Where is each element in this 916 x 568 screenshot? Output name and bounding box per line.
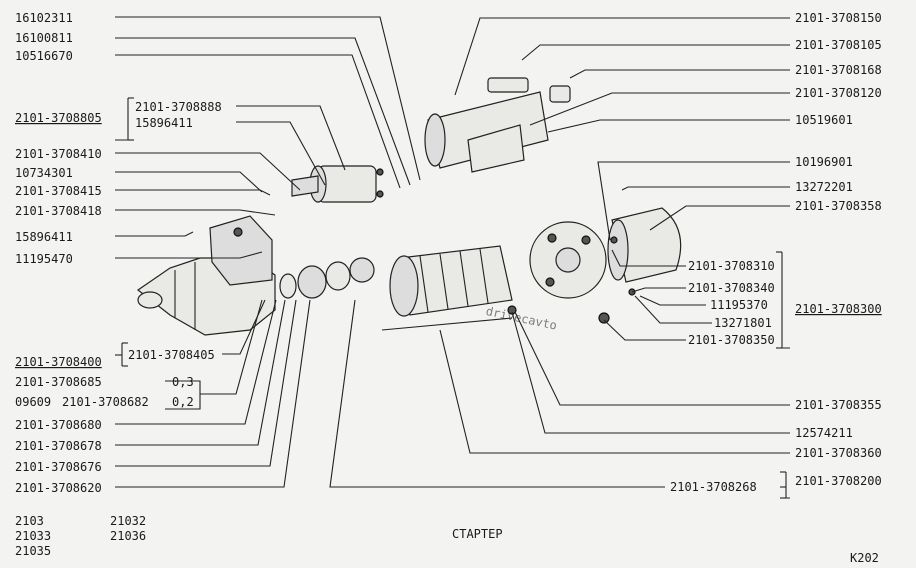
callout-2101-3708405: 2101-3708405 <box>128 348 215 362</box>
callout-13271801: 13271801 <box>714 316 772 330</box>
callout-2101-3708418: 2101-3708418 <box>15 204 102 218</box>
callout-2101-3708350: 2101-3708350 <box>688 333 775 347</box>
callout-16102311: 16102311 <box>15 11 73 25</box>
callout-2101-3708310: 2101-3708310 <box>688 259 775 273</box>
commutator-end-cover <box>529 207 682 324</box>
armature <box>381 245 517 331</box>
callout-10516670: 10516670 <box>15 49 73 63</box>
callout-2101-3708415: 2101-3708415 <box>15 184 102 198</box>
starter-drive-housing <box>136 215 276 336</box>
diagram-title: СТАРТЕР <box>452 527 503 541</box>
callout-2101-3708682: 2101-3708682 <box>62 395 149 409</box>
callout-2101-3708268: 2101-3708268 <box>670 480 757 494</box>
leader-lines <box>115 16 790 499</box>
callout-2101-3708358: 2101-3708358 <box>795 199 882 213</box>
callout-10519601: 10519601 <box>795 113 853 127</box>
size-0-2: 0,2 <box>172 395 194 409</box>
callout-2101-3708150: 2101-3708150 <box>795 11 882 25</box>
callout-09609: 09609 <box>15 395 51 409</box>
solenoid-relay <box>291 165 384 203</box>
callout-2101-3708888: 2101-3708888 <box>135 100 222 114</box>
callout-11195470: 11195470 <box>15 252 73 266</box>
callout-2101-3708805: 2101-3708805 <box>15 111 102 125</box>
model-21036: 21036 <box>110 529 146 543</box>
page-code: К202 <box>850 551 879 565</box>
callout-2101-3708685: 2101-3708685 <box>15 375 102 389</box>
callout-13272201: 13272201 <box>795 180 853 194</box>
callout-2101-3708678: 2101-3708678 <box>15 439 102 453</box>
callout-2101-3708168: 2101-3708168 <box>795 63 882 77</box>
callout-10196901: 10196901 <box>795 155 853 169</box>
size-0-3: 0,3 <box>172 375 194 389</box>
model-21032: 21032 <box>110 514 146 528</box>
callout-16100811: 16100811 <box>15 31 73 45</box>
callout-15896411-b: 15896411 <box>15 230 73 244</box>
stator-housing <box>424 77 571 173</box>
model-2103: 2103 <box>15 514 44 528</box>
callout-11195370: 11195370 <box>710 298 768 312</box>
callout-2101-3708120: 2101-3708120 <box>795 86 882 100</box>
callout-2101-3708676: 2101-3708676 <box>15 460 102 474</box>
callout-2101-3708620: 2101-3708620 <box>15 481 102 495</box>
callout-2101-3708680: 2101-3708680 <box>15 418 102 432</box>
callout-2101-3708200: 2101-3708200 <box>795 474 882 488</box>
drive-pinion-parts <box>279 257 375 299</box>
callout-2101-3708300: 2101-3708300 <box>795 302 882 316</box>
model-21035: 21035 <box>15 544 51 558</box>
callout-12574211: 12574211 <box>795 426 853 440</box>
callout-2101-3708355: 2101-3708355 <box>795 398 882 412</box>
callout-2101-3708340: 2101-3708340 <box>688 281 775 295</box>
callout-10734301: 10734301 <box>15 166 73 180</box>
model-21033: 21033 <box>15 529 51 543</box>
callout-2101-3708410: 2101-3708410 <box>15 147 102 161</box>
callout-15896411-a: 15896411 <box>135 116 193 130</box>
callout-2101-3708360: 2101-3708360 <box>795 446 882 460</box>
callout-2101-3708105: 2101-3708105 <box>795 38 882 52</box>
callout-2101-3708400: 2101-3708400 <box>15 355 102 369</box>
watermark: drivecavto <box>485 304 559 333</box>
